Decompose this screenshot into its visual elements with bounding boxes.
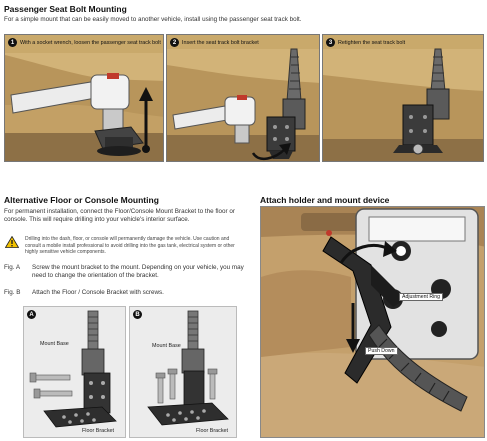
diagram-a-floor-bracket-label: Floor Bracket (82, 428, 115, 434)
fig-b-label: Fig. B (4, 289, 21, 296)
wrench-icon (172, 95, 256, 144)
screw-icon (207, 368, 218, 400)
seat-track-bracket-icon (393, 104, 443, 155)
floor-bracket-icon (147, 402, 229, 426)
step-3-header: 3 Retighten the seat track bolt (326, 38, 405, 47)
screw-icon (155, 372, 166, 404)
passenger-intro: For a simple mount that can be easily mo… (4, 16, 302, 23)
fig-b-text: Attach the Floor / Console Bracket with … (32, 289, 164, 296)
step-3-illustration (323, 48, 483, 161)
passenger-title: Passenger Seat Bolt Mounting (4, 4, 127, 14)
diagram-b-badge: B (133, 310, 142, 319)
gooseneck-arm-icon (181, 310, 205, 374)
step-2-panel: 2 Insert the seat track bolt bracket (166, 34, 320, 162)
step-2-illustration (167, 48, 319, 161)
step-3-text: Retighten the seat track bolt (338, 39, 406, 46)
screw-icon (167, 368, 178, 400)
curved-arrow-icon (251, 143, 291, 161)
warning-text: Drilling into the dash, floor, or consol… (25, 236, 235, 255)
warning-icon (5, 236, 19, 248)
step-1-header: 1 With a socket wrench, loosen the passe… (8, 38, 161, 47)
mount-base-plate-icon (183, 370, 205, 406)
diagram-b-mount-base-label: Mount Base (152, 343, 181, 349)
step-3-panel: 3 Retighten the seat track bolt (322, 34, 484, 162)
step-1-number: 1 (8, 38, 17, 47)
fig-a-text: Screw the mount bracket to the mount. De… (32, 264, 244, 279)
step-2-number: 2 (170, 38, 179, 47)
diagram-a-mount-base-label: Mount Base (40, 341, 69, 347)
wrench-icon (10, 73, 130, 132)
fig-a-label: Fig. A (4, 264, 21, 271)
alternative-intro: For permanent installation, connect the … (4, 208, 236, 223)
floor-bracket-icon (43, 406, 117, 428)
arrow-up-icon (139, 87, 153, 153)
diagram-b-floor-bracket-label: Floor Bracket (196, 428, 229, 434)
diagram-b-illustration (147, 310, 229, 426)
mount-base-plate-icon (83, 372, 111, 414)
arrow-down-icon (346, 303, 360, 353)
adjustment-ring-label: Adjustment Ring (399, 293, 444, 301)
step-1-panel: 1 With a socket wrench, loosen the passe… (4, 34, 164, 162)
step-1-text: With a socket wrench, loosen the passeng… (20, 39, 161, 46)
push-down-label: Push Down (365, 347, 398, 355)
diagram-a-illustration (29, 310, 117, 428)
fig-b-instruction: Fig. B Attach the Floor / Console Bracke… (4, 289, 250, 299)
attach-title: Attach holder and mount device (260, 195, 390, 205)
attach-illustration-panel: Adjustment Ring Push Down (260, 206, 485, 438)
attach-illustration (261, 207, 484, 437)
curved-arrow-icon (339, 241, 397, 264)
step-3-number: 3 (326, 38, 335, 47)
step-2-header: 2 Insert the seat track bolt bracket (170, 38, 259, 47)
step-1-illustration (5, 53, 163, 161)
gooseneck-arm-icon (282, 48, 306, 130)
screw-icon (29, 372, 71, 383)
holder-cradle-icon (322, 236, 405, 384)
seat-track-base-icon (94, 126, 144, 156)
diagram-a: A Mount Base Floor Bracket (23, 306, 126, 438)
warning-row: Drilling into the dash, floor, or consol… (5, 236, 241, 256)
diagram-a-badge: A (27, 310, 36, 319)
fig-a-instruction: Fig. A Screw the mount bracket to the mo… (4, 264, 250, 282)
gooseneck-arm-icon (81, 310, 105, 376)
alternative-title: Alternative Floor or Console Mounting (4, 195, 159, 205)
screw-icon (33, 388, 73, 399)
step-2-text: Insert the seat track bolt bracket (182, 39, 259, 46)
diagram-b: B Mount Base Floor Bracket (129, 306, 237, 438)
gooseneck-arm-icon (368, 324, 468, 412)
